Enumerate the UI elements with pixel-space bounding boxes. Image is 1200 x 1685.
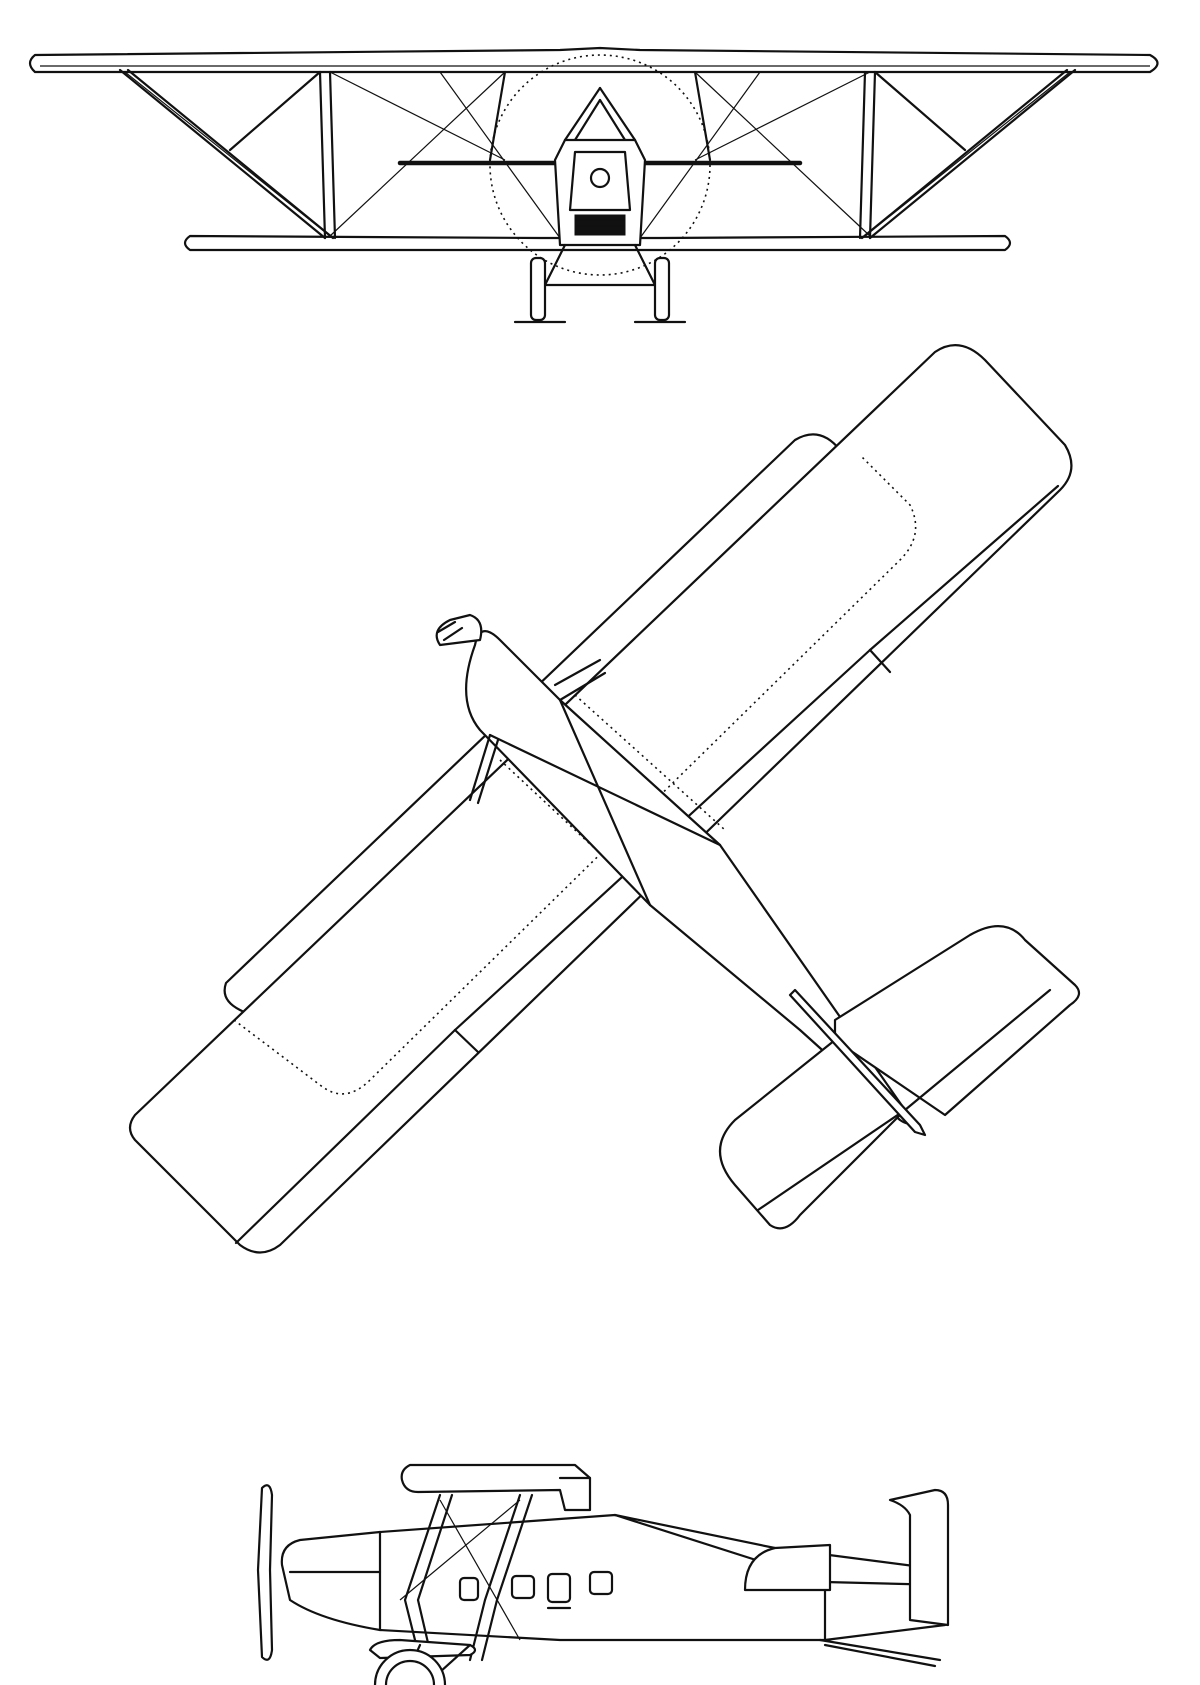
plan-struts <box>468 658 607 805</box>
side-landing-gear <box>373 1643 472 1685</box>
side-struts <box>399 1493 534 1662</box>
plan-view <box>128 344 1081 1254</box>
front-fuselage <box>553 138 647 247</box>
plan-hidden-lower-wing-outline <box>233 454 917 1095</box>
front-bracing-wires <box>124 71 1071 239</box>
front-upper-wing <box>28 46 1159 74</box>
front-view <box>28 46 1159 324</box>
side-windows <box>458 1570 614 1610</box>
front-cabane-struts <box>563 86 637 142</box>
plan-hidden-fuselage-line <box>499 694 726 901</box>
plan-engine-nose <box>435 613 483 647</box>
front-landing-gear <box>513 243 687 324</box>
side-view <box>256 1463 950 1685</box>
side-fuselage <box>280 1513 947 1642</box>
side-propeller <box>256 1484 274 1661</box>
front-interplane-struts <box>118 68 1077 240</box>
side-tail <box>743 1488 950 1668</box>
side-upper-wing <box>400 1463 592 1512</box>
plan-tailplane <box>719 925 1081 1230</box>
